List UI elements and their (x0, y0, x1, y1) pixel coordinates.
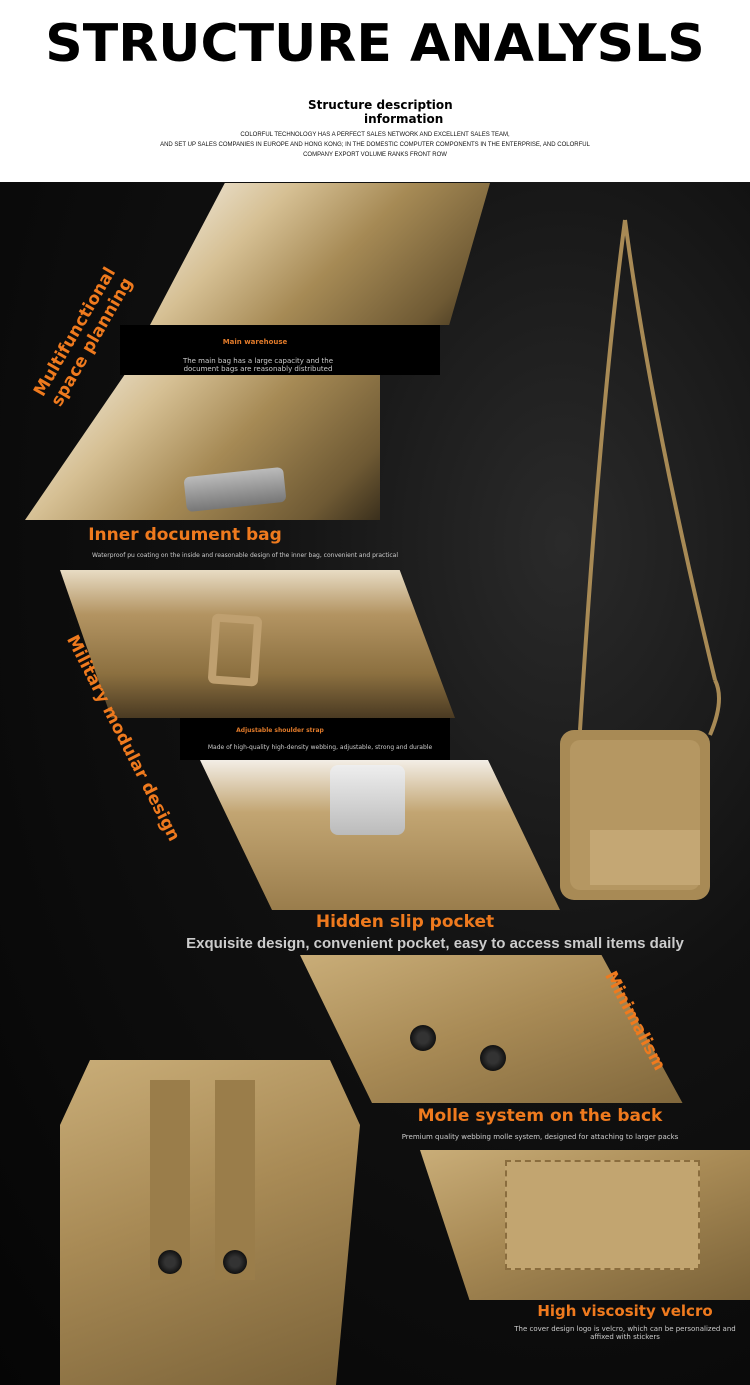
molle-strap-image (215, 1080, 255, 1280)
snap-button-image (480, 1045, 506, 1071)
phone-image (330, 765, 405, 835)
header: STRUCTURE ANALYSLS Structure description… (0, 0, 750, 182)
subtitle: information (364, 112, 444, 126)
velcro-patch-image (505, 1160, 700, 1270)
feature-title: Inner document bag (88, 525, 282, 545)
bag-back-photo (60, 1060, 360, 1385)
snap-button-image (410, 1025, 436, 1051)
blurb-line: COMPANY EXPORT VOLUME RANKS FRONT ROW (303, 152, 447, 158)
feature-title: Molle system on the back (417, 1106, 663, 1126)
blurb-line: COLORFUL TECHNOLOGY HAS A PERFECT SALES … (240, 132, 510, 138)
molle-strap-image (150, 1080, 190, 1280)
feature-desc: The cover design logo is velcro, which c… (514, 1325, 736, 1341)
feature-title: Adjustable shoulder strap (236, 727, 324, 734)
caption-bar (120, 325, 440, 375)
feature-desc: Waterproof pu coating on the inside and … (91, 552, 399, 559)
snap-button-image (223, 1250, 247, 1274)
product-bag-image (560, 219, 721, 900)
feature-title: Main warehouse (222, 338, 288, 346)
strap-buckle-image (207, 613, 263, 687)
feature-desc: Exquisite design, convenient pocket, eas… (186, 935, 684, 952)
caption-bar (180, 718, 450, 760)
feature-desc: Made of high-quality high-density webbin… (207, 744, 433, 751)
shoulder-strap-photo (60, 570, 455, 718)
subtitle: Structure description (308, 98, 453, 112)
page-title: STRUCTURE ANALYSLS (45, 14, 705, 74)
blurb-line: AND SET UP SALES COMPANIES IN EUROPE AND… (160, 142, 590, 148)
feature-desc: Premium quality webbing molle system, de… (401, 1133, 679, 1141)
feature-title: High viscosity velcro (537, 1302, 713, 1320)
feature-title: Hidden slip pocket (315, 912, 495, 932)
snap-button-image (158, 1250, 182, 1274)
feature-desc: The main bag has a large capacity and th… (182, 357, 334, 373)
